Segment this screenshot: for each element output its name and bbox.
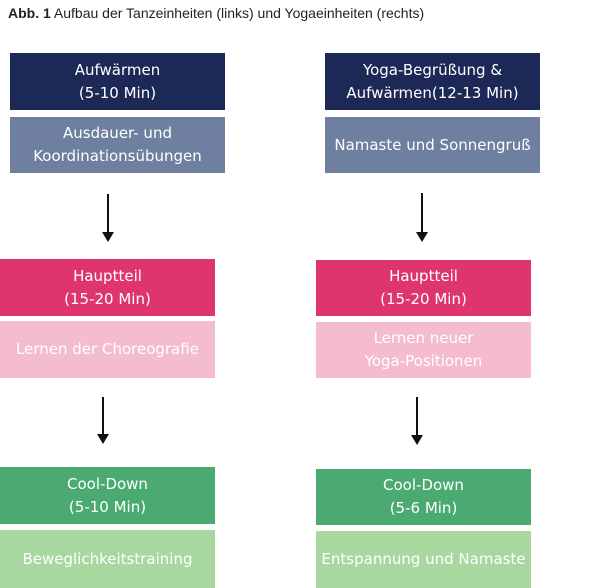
right-main-content-box: Lernen neuer Yoga-Positionen — [316, 322, 531, 378]
left-cooldown-duration: (5-10 Min) — [68, 497, 147, 516]
right-warmup-box: Yoga-Begrüßung & Aufwärmen(12-13 Min) — [325, 53, 540, 110]
left-warmup-title: Aufwärmen — [74, 60, 161, 79]
right-main-content-line2: Yoga-Positionen — [364, 352, 483, 370]
left-main-content-box: Lernen der Choreografie — [0, 321, 215, 378]
right-arrow-down-icon-2 — [411, 397, 423, 445]
left-warmup-box: Aufwärmen (5-10 Min) — [10, 53, 225, 110]
caption-text: Aufbau der Tanzeinheiten (links) und Yog… — [53, 5, 425, 21]
right-cooldown-content-line1: Entspannung und Namaste — [321, 550, 526, 568]
left-main-title: Hauptteil — [73, 266, 142, 285]
right-main-title: Hauptteil — [389, 267, 458, 285]
caption-label: Abb. 1 — [8, 5, 51, 21]
left-arrow-down-icon-2 — [97, 397, 109, 444]
left-cooldown-title: Cool-Down — [67, 474, 148, 493]
left-cooldown-content-box: Beweglichkeitstraining — [0, 530, 215, 588]
right-cooldown-title: Cool-Down — [383, 476, 464, 494]
right-main-box: Hauptteil (15-20 Min) — [316, 260, 531, 316]
figure-caption: Abb. 1 Aufbau der Tanzeinheiten (links) … — [8, 5, 424, 21]
right-main-content-line1: Lernen neuer — [373, 329, 474, 347]
left-cooldown-content-line1: Beweglichkeitstraining — [22, 549, 193, 568]
right-arrow-down-icon — [416, 193, 428, 242]
left-cooldown-box: Cool-Down (5-10 Min) — [0, 467, 215, 524]
right-warmup-duration: Aufwärmen(12-13 Min) — [346, 83, 519, 102]
left-main-content-line1: Lernen der Choreografie — [16, 340, 199, 358]
left-warmup-content-line2: Koordinationsübungen — [33, 147, 202, 165]
left-warmup-content-line1: Ausdauer- und — [63, 124, 172, 142]
left-warmup-duration: (5-10 Min) — [78, 83, 157, 102]
right-main-duration: (15-20 Min) — [380, 290, 467, 308]
right-cooldown-duration: (5-6 Min) — [389, 499, 458, 517]
left-warmup-content-box: Ausdauer- und Koordinationsübungen — [10, 117, 225, 173]
left-arrow-down-icon — [102, 194, 114, 242]
right-warmup-content-line1: Namaste und Sonnengruß — [334, 135, 531, 154]
right-warmup-title: Yoga-Begrüßung & — [362, 60, 503, 79]
left-main-duration: (15-20 Min) — [64, 289, 151, 308]
right-cooldown-content-box: Entspannung und Namaste — [316, 531, 531, 588]
right-cooldown-box: Cool-Down (5-6 Min) — [316, 469, 531, 525]
left-main-box: Hauptteil (15-20 Min) — [0, 259, 215, 316]
right-warmup-content-box: Namaste und Sonnengruß — [325, 117, 540, 173]
